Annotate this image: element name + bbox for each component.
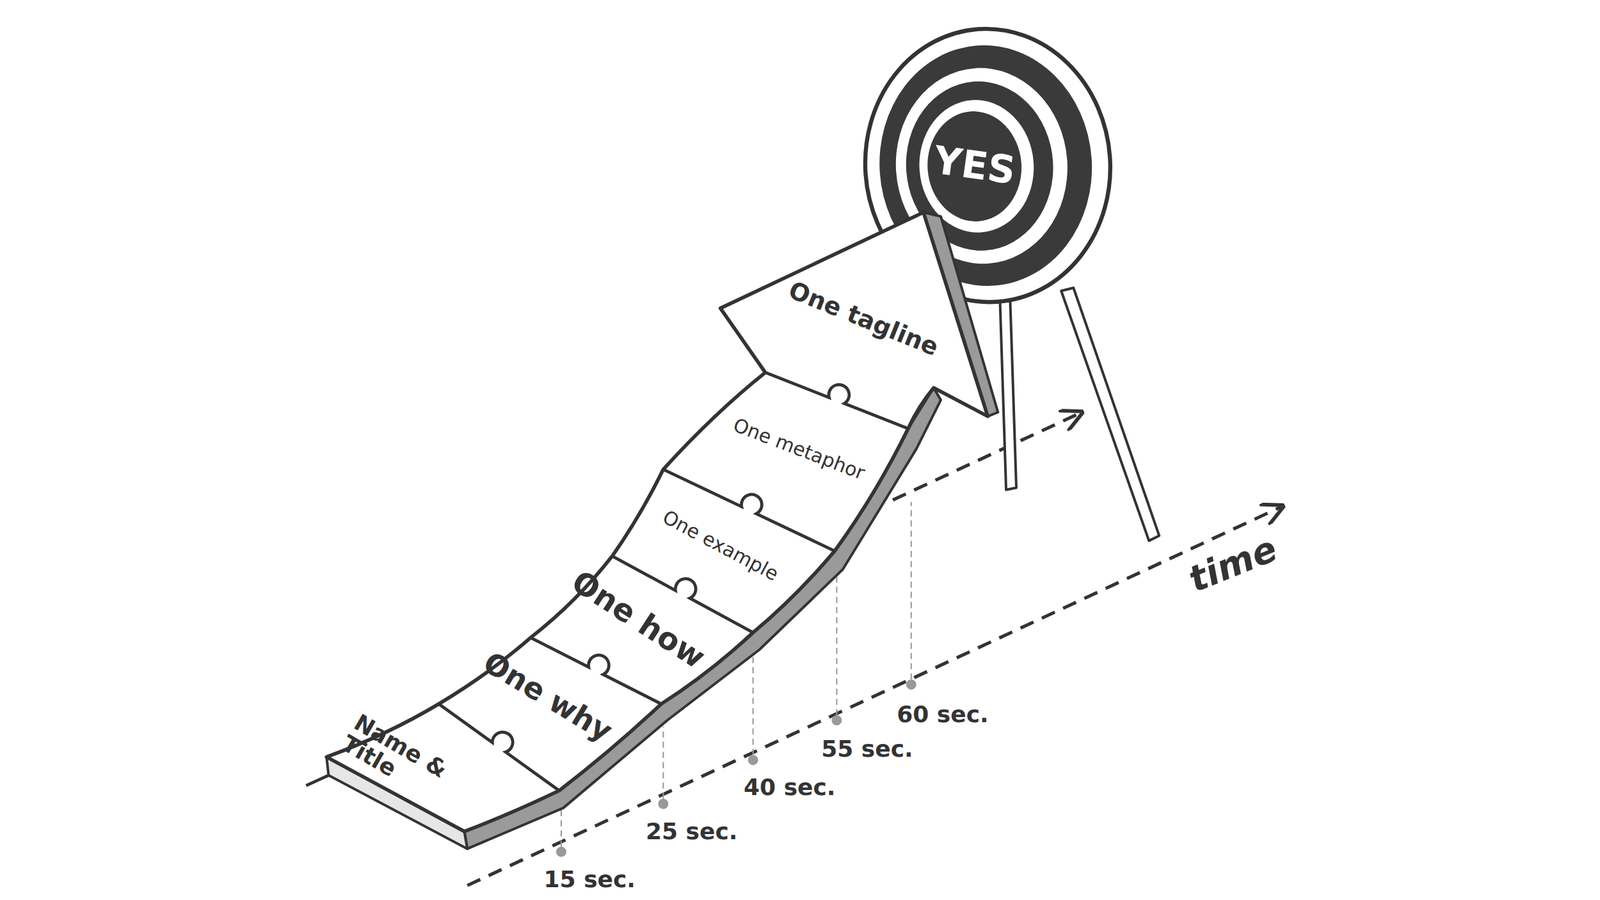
axis-stub — [305, 775, 329, 786]
time-mark: 55 sec. — [819, 736, 916, 763]
axis-label: time — [1180, 527, 1285, 602]
label-text: time — [1182, 528, 1283, 601]
puzzle-joints — [439, 372, 909, 792]
label-text: 60 sec. — [896, 701, 989, 728]
piece-text: YES — [931, 139, 1018, 191]
label-text: 15 sec. — [544, 866, 637, 893]
strip-top — [326, 212, 988, 832]
label-text: 55 sec. — [821, 736, 914, 763]
time-mark: 40 sec. — [741, 774, 838, 801]
target-bullseye: YES — [931, 139, 1018, 191]
target-legs — [1000, 288, 1160, 541]
time-mark: 15 sec. — [542, 866, 639, 893]
time-mark: 25 sec. — [643, 818, 740, 845]
time-mark: 60 sec. — [894, 701, 991, 728]
label-text: 25 sec. — [645, 818, 738, 845]
puzzle-joint — [765, 372, 909, 429]
puzzle-joint — [439, 704, 560, 792]
label-text: 40 sec. — [743, 774, 836, 801]
